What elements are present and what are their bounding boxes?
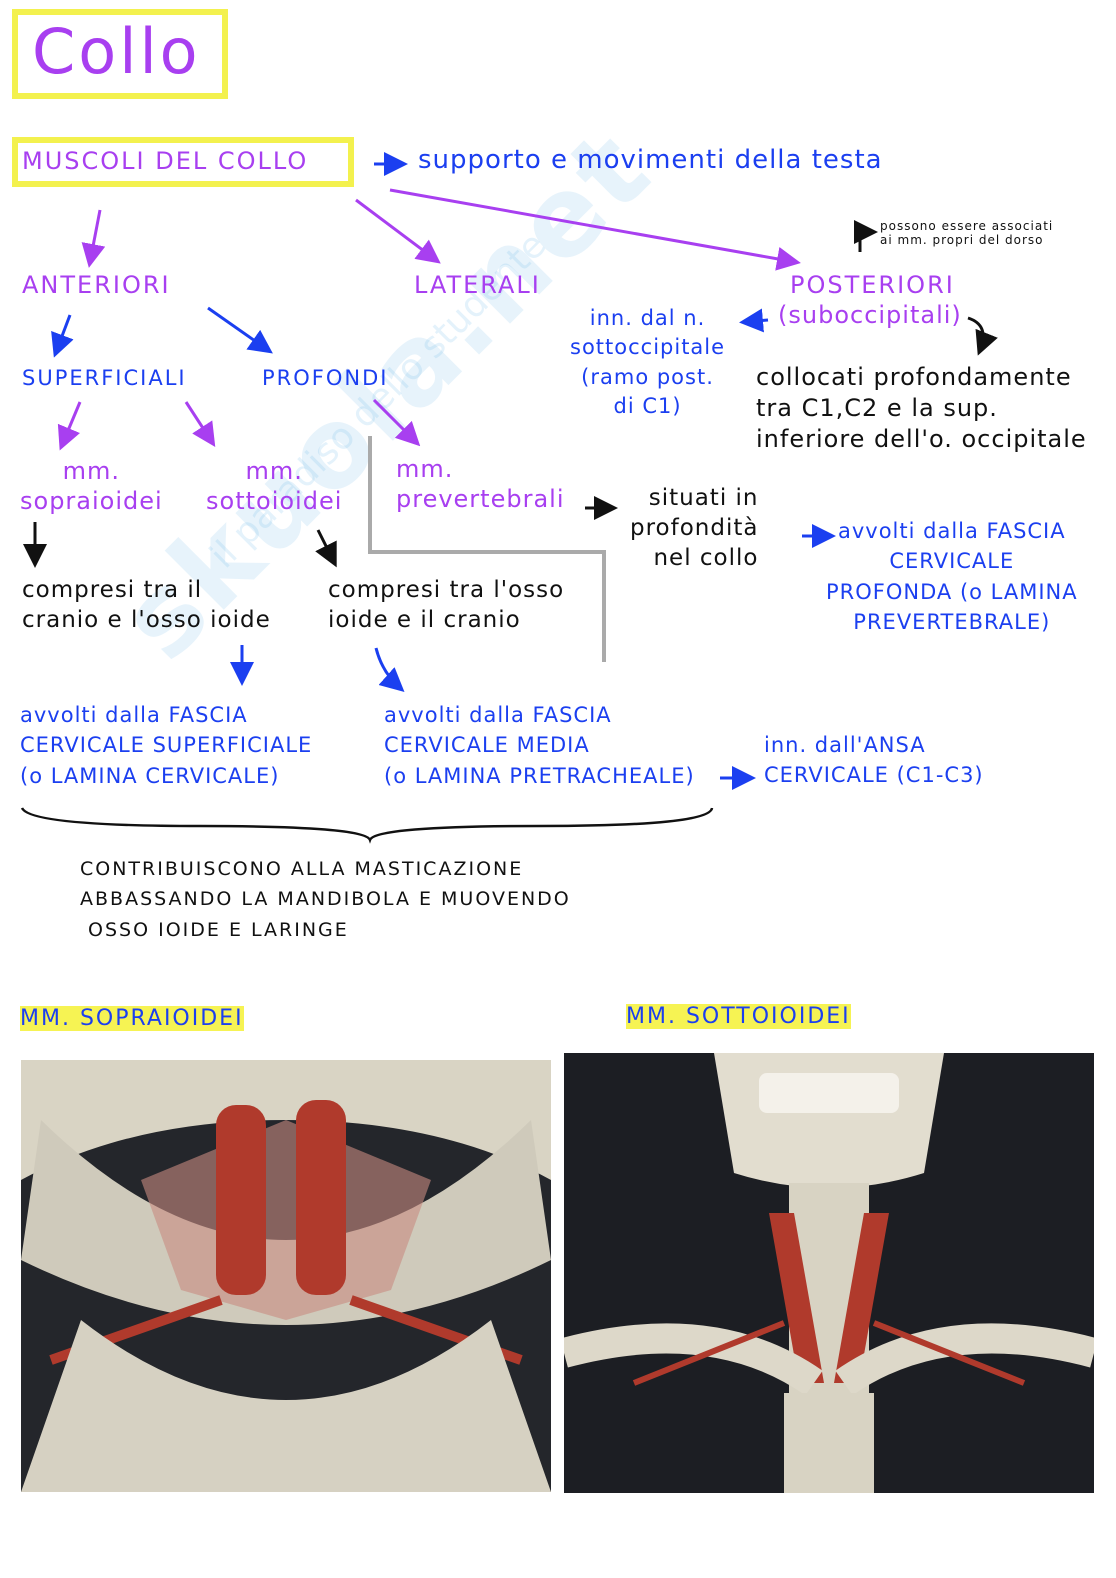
sopraioidei-illustration — [21, 1060, 551, 1492]
page-title: Collo — [32, 15, 201, 88]
sottoioidei-illustration — [564, 1053, 1094, 1493]
sopraioidei-fascia: avvolti dalla FASCIA CERVICALE SUPERFICI… — [20, 703, 313, 788]
sottoioidei-fascia: avvolti dalla FASCIA CERVICALE MEDIA (o … — [384, 703, 695, 788]
prevertebrali-fascia: avvolti dalla FASCIA CERVICALE PROFONDA … — [826, 519, 1078, 635]
muscoli-heading: MUSCOLI DEL COLLO — [22, 147, 309, 175]
right-figure-caption: MM. SOTTOIOIDEI — [626, 1004, 851, 1029]
arrow — [81, 209, 106, 268]
sopraioidei-description: compresi tra il cranio e l'osso ioide — [22, 577, 271, 633]
sopraioidei: mm. sopraioidei — [20, 457, 163, 515]
arrow — [355, 198, 441, 264]
posteriori-description: collocati profondamente tra C1,C2 e la s… — [756, 363, 1087, 454]
superficiali: SUPERFICIALI — [22, 366, 187, 390]
muscoli-function: supporto e movimenti della testa — [418, 145, 883, 175]
title-highlight — [12, 9, 228, 99]
group-posteriori: POSTERIORI — [790, 271, 955, 299]
sottoioidei-description: compresi tra l'osso ioide e il cranio — [328, 577, 565, 633]
arrow — [57, 401, 82, 451]
arrow — [184, 401, 216, 448]
group-laterali: LATERALI — [414, 271, 541, 299]
ansa-cervicale-innervation: inn. dall'ANSA CERVICALE (C1-C3) — [764, 733, 984, 788]
posteriori-sub: (suboccipitali) — [778, 301, 962, 329]
posteriori-innervation: inn. dal n. sottoccipitale (ramo post. d… — [570, 306, 726, 419]
group-anteriori: ANTERIORI — [22, 271, 171, 299]
heading-highlight — [12, 137, 354, 187]
prevertebrali: mm. prevertebrali — [396, 455, 565, 513]
sottoioidei: mm. sottoioidei — [206, 457, 343, 515]
posteriori-note: possono essere associati ai mm. propri d… — [880, 219, 1054, 247]
prevertebrali-description: situati in profondità nel collo — [630, 485, 759, 571]
masticazione-note: CONTRIBUISCONO ALLA MASTICAZIONE ABBASSA… — [80, 858, 571, 941]
profondi: PROFONDI — [262, 366, 389, 390]
left-figure-caption: MM. SOPRAIOIDEI — [20, 1006, 244, 1031]
